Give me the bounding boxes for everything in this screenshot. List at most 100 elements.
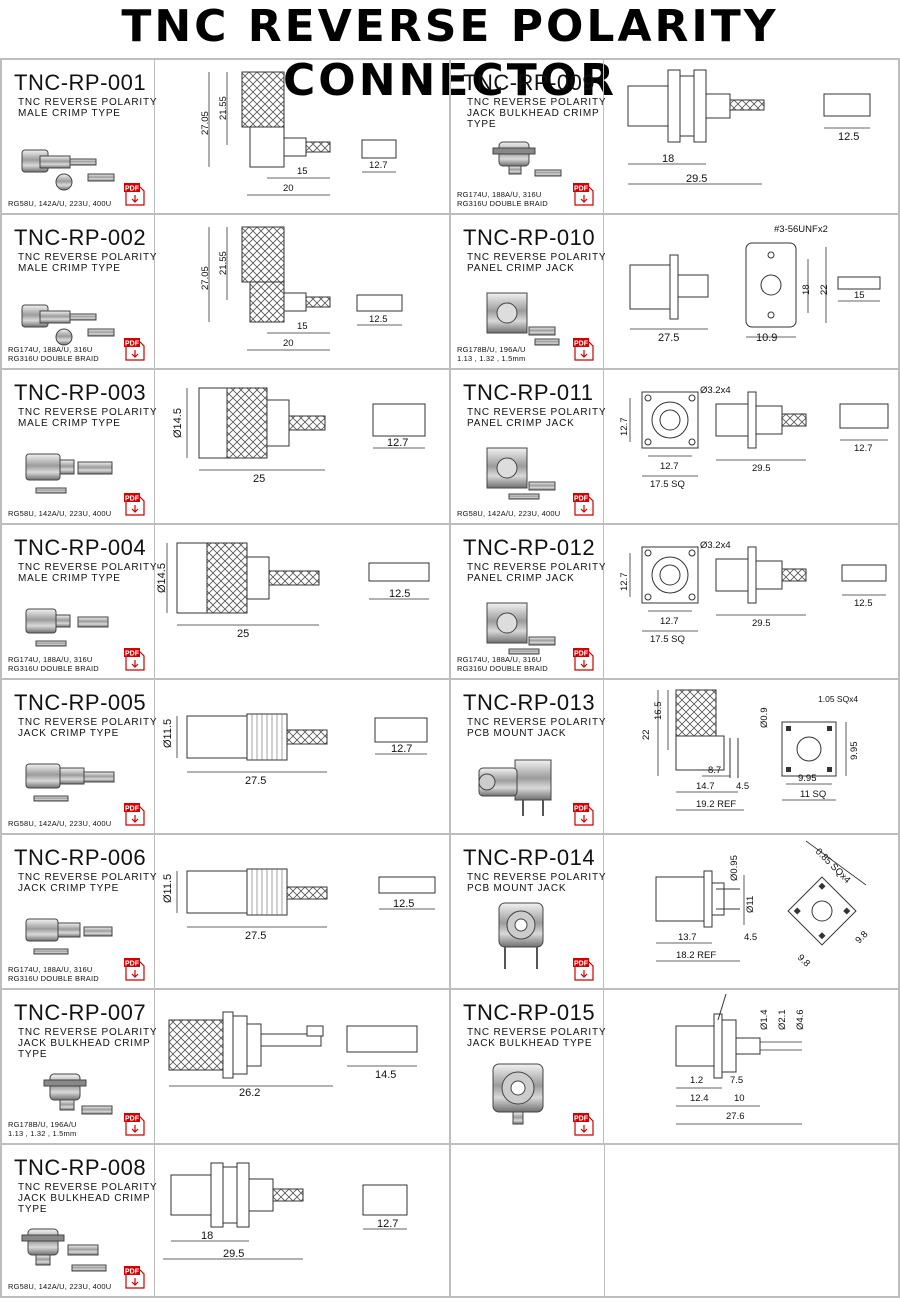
- panel-jack-photo: [486, 602, 556, 655]
- technical-drawing: 26.2 14.5: [157, 990, 449, 1143]
- product-tnc-rp-001: TNC-RP-001 TNC REVERSE POLARITY MALE CRI…: [0, 58, 449, 213]
- product-info: TNC-RP-009 TNC REVERSE POLARITY JACK BUL…: [451, 60, 607, 213]
- cable-list: RG174U, 188A/U, 316U RG316U DOUBLE BRAID: [457, 655, 548, 673]
- pdf-icon[interactable]: PDF: [124, 336, 146, 362]
- product-info: TNC-RP-007 TNC REVERSE POLARITY JACK BUL…: [2, 990, 157, 1143]
- pdf-icon[interactable]: PDF: [124, 646, 146, 672]
- product-description: TNC REVERSE POLARITY PCB MOUNT JACK: [467, 872, 607, 894]
- product-tnc-rp-004: TNC-RP-004 TNC REVERSE POLARITY MALE CRI…: [0, 523, 449, 678]
- product-code: TNC-RP-015: [463, 1000, 596, 1025]
- product-tnc-rp-005: TNC-RP-005 TNC REVERSE POLARITY JACK CRI…: [0, 678, 449, 833]
- product-info: TNC-RP-012 TNC REVERSE POLARITY PANEL CR…: [451, 525, 606, 678]
- product-info: TNC-RP-004 TNC REVERSE POLARITY MALE CRI…: [2, 525, 157, 678]
- pdf-icon[interactable]: PDF: [124, 181, 146, 207]
- product-info: TNC-RP-013 TNC REVERSE POLARITY PCB MOUN…: [451, 680, 607, 833]
- panel-jack-photo: [486, 292, 560, 346]
- product-info: TNC-RP-014 TNC REVERSE POLARITY PCB MOUN…: [451, 835, 607, 988]
- product-info: TNC-RP-010 TNC REVERSE POLARITY PANEL CR…: [451, 215, 607, 368]
- svg-text:PDF: PDF: [125, 1269, 140, 1276]
- product-code: TNC-RP-012: [463, 535, 596, 560]
- technical-drawing: 27.05 21.55 15 20 12.5: [157, 215, 449, 368]
- cable-list: RG178B/U, 196A/U 1.13 , 1.32 , 1.5mm: [457, 345, 526, 363]
- pdf-icon[interactable]: PDF: [124, 1111, 146, 1137]
- technical-drawing: #3-56UNFx2 27.5 10.9 18 22 15: [606, 215, 898, 368]
- product-description: TNC REVERSE POLARITY JACK BULKHEAD TYPE: [467, 1027, 607, 1049]
- svg-text:PDF: PDF: [125, 1116, 140, 1123]
- product-description: TNC REVERSE POLARITY JACK CRIMP TYPE: [18, 717, 158, 739]
- cable-list: RG174U, 188A/U, 316U RG316U DOUBLE BRAID: [8, 655, 99, 673]
- pdf-icon[interactable]: PDF: [573, 336, 595, 362]
- cable-list: RG174U, 188A/U, 316U RG316U DOUBLE BRAID: [8, 345, 99, 363]
- technical-drawing: Ø3.2x4 12.7 12.7 17.5 SQ 29.5 12.7: [606, 370, 898, 523]
- bulkhead-jack-photo: [21, 1228, 107, 1272]
- technical-drawing: Ø14.5 25 12.7: [157, 370, 449, 523]
- divider: [604, 1145, 605, 1296]
- svg-text:PDF: PDF: [574, 651, 589, 658]
- product-code: TNC-RP-013: [463, 690, 596, 715]
- pdf-icon[interactable]: PDF: [124, 1264, 146, 1290]
- product-info: TNC-RP-015 TNC REVERSE POLARITY JACK BUL…: [451, 990, 607, 1143]
- technical-drawing: Ø0.95 Ø11 13.7 4.5 18.2 REF 0.85 SQx4 9.…: [606, 835, 898, 988]
- technical-drawing: Ø3.2x4 12.7 12.7 17.5 SQ 29.5 12.5: [606, 525, 898, 678]
- pcb-straight-jack-photo: [498, 902, 544, 969]
- panel-jack-photo: [486, 447, 556, 500]
- pdf-icon[interactable]: PDF: [573, 491, 595, 517]
- straight-plug-photo: [25, 453, 113, 494]
- svg-text:PDF: PDF: [574, 496, 589, 503]
- product-tnc-rp-011: TNC-RP-011 TNC REVERSE POLARITY PANEL CR…: [449, 368, 900, 523]
- cable-list: RG58U, 142A/U, 223U, 400U: [8, 1282, 112, 1291]
- svg-text:PDF: PDF: [125, 186, 140, 193]
- product-description: TNC REVERSE POLARITY JACK BULKHEAD CRIMP…: [467, 97, 607, 130]
- technical-drawing: Ø11.5 27.5 12.7: [157, 680, 449, 833]
- pdf-icon[interactable]: PDF: [573, 1111, 595, 1137]
- pdf-icon[interactable]: PDF: [124, 491, 146, 517]
- technical-drawing: 18 29.5 12.7: [157, 1145, 449, 1296]
- product-grid: TNC-RP-001 TNC REVERSE POLARITY MALE CRI…: [0, 58, 900, 1298]
- product-description: TNC REVERSE POLARITY PCB MOUNT JACK: [467, 717, 607, 739]
- pdf-icon[interactable]: PDF: [573, 956, 595, 982]
- product-tnc-rp-006: TNC-RP-006 TNC REVERSE POLARITY JACK CRI…: [0, 833, 449, 988]
- pdf-icon[interactable]: PDF: [124, 956, 146, 982]
- svg-text:PDF: PDF: [574, 186, 589, 193]
- product-tnc-rp-014: TNC-RP-014 TNC REVERSE POLARITY PCB MOUN…: [449, 833, 900, 988]
- technical-drawing: 22 16.5 Ø0.9 8.7 14.7 4.5 19.2 REF 1.05 …: [606, 680, 898, 833]
- pdf-icon[interactable]: PDF: [124, 801, 146, 827]
- product-description: TNC REVERSE POLARITY PANEL CRIMP JACK: [467, 407, 607, 429]
- svg-text:PDF: PDF: [574, 341, 589, 348]
- right-angle-plug-photo: [21, 149, 115, 191]
- pdf-icon[interactable]: PDF: [573, 646, 595, 672]
- technical-drawing: Ø11.5 27.5 12.5: [157, 835, 449, 988]
- page-title: TNC REVERSE POLARITY CONNECTOR: [121, 1, 779, 106]
- bulkhead-jack-photo: [492, 141, 562, 177]
- cable-list: RG58U, 142A/U, 223U, 400U: [457, 509, 561, 518]
- pdf-icon[interactable]: PDF: [573, 801, 595, 827]
- empty-cell: [449, 1143, 900, 1298]
- product-description: TNC REVERSE POLARITY JACK CRIMP TYPE: [18, 872, 158, 894]
- svg-text:PDF: PDF: [125, 496, 140, 503]
- product-tnc-rp-009: TNC-RP-009 TNC REVERSE POLARITY JACK BUL…: [449, 58, 900, 213]
- product-code: TNC-RP-007: [14, 1000, 147, 1025]
- product-info: TNC-RP-002 TNC REVERSE POLARITY MALE CRI…: [2, 215, 157, 368]
- svg-text:PDF: PDF: [125, 961, 140, 968]
- svg-text:PDF: PDF: [574, 1116, 589, 1123]
- right-angle-plug-photo: [21, 304, 115, 346]
- technical-drawing: Ø14.5 25 12.5: [156, 525, 449, 678]
- product-info: TNC-RP-011 TNC REVERSE POLARITY PANEL CR…: [451, 370, 607, 523]
- bulkhead-jack-photo: [43, 1073, 113, 1115]
- cable-list: RG58U, 142A/U, 223U, 400U: [8, 509, 112, 518]
- svg-text:PDF: PDF: [574, 806, 589, 813]
- pdf-icon[interactable]: PDF: [573, 181, 595, 207]
- technical-drawing: 18 29.5 12.5: [606, 60, 898, 213]
- product-code: TNC-RP-005: [14, 690, 147, 715]
- cable-list: RG58U, 142A/U, 223U, 400U: [8, 819, 112, 828]
- product-tnc-rp-015: TNC-RP-015 TNC REVERSE POLARITY JACK BUL…: [449, 988, 900, 1143]
- cable-list: RG174U, 188A/U, 316U RG316U DOUBLE BRAID: [8, 965, 99, 983]
- product-info: TNC-RP-003 TNC REVERSE POLARITY MALE CRI…: [2, 370, 157, 523]
- product-code: TNC-RP-001: [14, 70, 147, 95]
- product-tnc-rp-003: TNC-RP-003 TNC REVERSE POLARITY MALE CRI…: [0, 368, 449, 523]
- product-description: TNC REVERSE POLARITY PANEL CRIMP JACK: [467, 252, 607, 274]
- product-description: TNC REVERSE POLARITY MALE CRIMP TYPE: [18, 97, 158, 119]
- svg-text:PDF: PDF: [125, 806, 140, 813]
- product-code: TNC-RP-002: [14, 225, 147, 250]
- product-tnc-rp-007: TNC-RP-007 TNC REVERSE POLARITY JACK BUL…: [0, 988, 449, 1143]
